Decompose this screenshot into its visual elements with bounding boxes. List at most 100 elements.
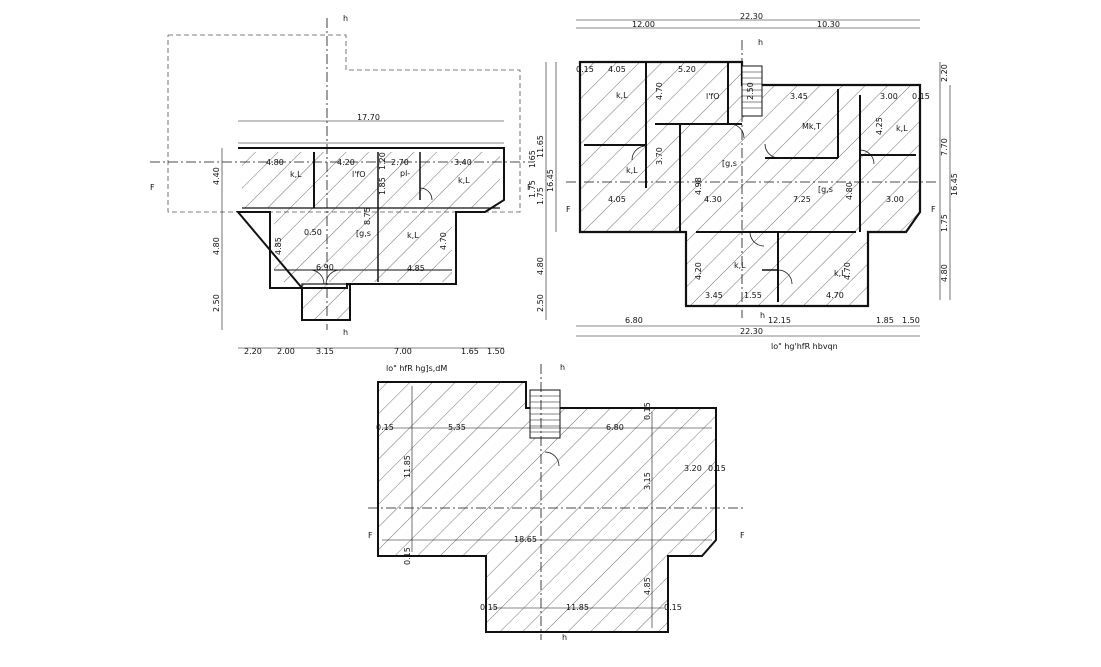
dimension-label: 2.50 [212,294,221,312]
dimension-label: 1.55 [744,291,762,300]
dimension-label: 1.65 [528,150,537,168]
section-mark: F [740,531,745,540]
door-swing [544,451,560,467]
room-label: Mk,T [802,122,821,131]
right-floor-plan: h h F F 22.30 12.00 10.30 4.05 5.20 3.45… [536,12,959,351]
section-mark: h [760,311,765,320]
dimension-label: 2.20 [940,64,949,82]
dimension-label: 4.85 [274,237,283,255]
dimension-label: 1.20 [378,152,387,170]
dimension-label: 4.85 [407,264,425,273]
dimension-label: 0.15 [403,547,412,565]
dimension-label: 1.85 [876,316,894,325]
section-mark: F [527,183,532,192]
door-swing [764,143,780,159]
dimension-label: 7.25 [793,195,811,204]
dimension-label: 1.75 [536,187,545,205]
door-swing [729,123,745,139]
dimension-label: 22.30 [740,12,763,21]
dimension-label: 3.20 [684,464,702,473]
dashed-outline [167,34,521,213]
dimension-label: 4.25 [875,117,884,135]
dimension-label: 6.80 [625,316,643,325]
dimension-label: 3.00 [886,195,904,204]
dimension-label: 0.15 [576,65,594,74]
dimension-label: 4.20 [337,158,355,167]
dimension-label: 6.90 [316,263,334,272]
dimension-label: 4.70 [439,232,448,250]
section-mark: F [368,531,373,540]
section-mark: h [343,14,348,23]
dimension-label: 7.00 [394,347,412,356]
room-label: k,L [407,231,419,240]
section-mark: F [566,205,571,214]
roof-outline [377,381,717,633]
dimension-label: 4.30 [704,195,722,204]
dimension-label: 18.65 [514,535,537,544]
section-mark: F [931,205,936,214]
dimension-label: 2.20 [244,347,262,356]
dimension-label: 4.80 [845,182,854,200]
dimension-label: 4.80 [536,257,545,275]
hatched-floor [242,152,500,208]
section-mark: F [150,183,155,192]
dimension-label: 4.70 [655,82,664,100]
room-label: k,L [896,124,908,133]
section-mark: h [560,363,565,372]
dimension-label: 11.85 [566,603,589,612]
door-swing [325,269,341,285]
dimension-label: 5.20 [678,65,696,74]
dimension-label: 2.50 [536,294,545,312]
dimension-label: 1.75 [940,214,949,232]
room-label: k,L [834,269,846,278]
room-label: k,L [458,176,470,185]
door-swing [419,187,433,201]
dimension-label: 0.15 [480,603,498,612]
dimension-label: 11.85 [403,455,412,478]
dimension-label: 0.15 [376,423,394,432]
room-label: k,L [290,170,302,179]
dimension-label: 3.15 [643,472,652,490]
dimension-label: 10.30 [817,20,840,29]
dimension-label: 1.75 [528,180,537,198]
dimension-label: 4.98 [694,177,703,195]
room-label: [g,s [818,185,833,194]
dimension-label: 16.45 [546,169,555,192]
drawing-title: lo" hg'hfR hbvqn [771,342,838,351]
door-swing [631,145,647,161]
dimension-label: 4.70 [843,262,852,280]
room-label: l'fO [706,92,720,101]
dimension-label: 4.05 [608,195,626,204]
dimension-label: 4.80 [212,237,221,255]
stair-treads [530,395,560,433]
dimension-label: 11.65 [536,135,545,158]
room-label: k,L [616,91,628,100]
dimension-label: 4.80 [266,158,284,167]
section-mark: h [562,633,567,642]
dimension-label: 12.00 [632,20,655,29]
porch [301,283,351,321]
room-label: l'fO [352,170,366,179]
dimension-label: 0.50 [304,228,322,237]
dimension-label: 6.80 [606,423,624,432]
dimension-label: 1.50 [487,347,505,356]
dimension-label: 3.70 [655,147,664,165]
dimension-label: 5.35 [448,423,466,432]
dimension-label: 3.45 [790,92,808,101]
drawing-title: lo" hfR hg]s,dM [386,364,447,373]
room-label: pl- [400,169,410,178]
dimension-label: 17.70 [357,113,380,122]
dimension-label: 0.15 [708,464,726,473]
section-mark: h [343,328,348,337]
room-label: [g,s [356,229,371,238]
door-swing [309,269,325,285]
dimension-label: 4.40 [212,167,221,185]
dimension-label: 3.40 [454,158,472,167]
dimension-label: 4.85 [643,577,652,595]
section-mark: h [758,38,763,47]
room-label: k,L [734,261,746,270]
dimension-label: 1.65 [461,347,479,356]
dimension-label: 4.20 [694,262,703,280]
door-swing [749,231,765,247]
dimension-label: 4.80 [940,264,949,282]
